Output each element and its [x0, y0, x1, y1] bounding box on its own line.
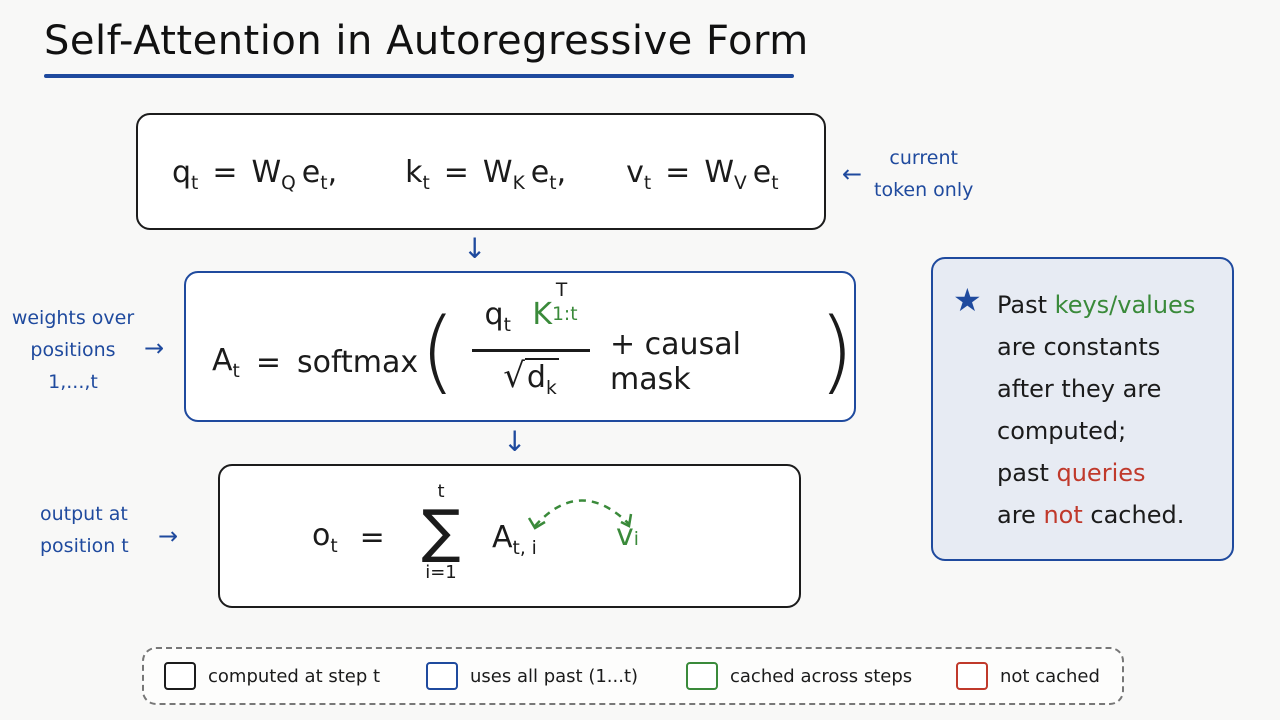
q-symbol: qt [484, 297, 511, 336]
comma: , [327, 155, 338, 190]
output-note: output at position t [40, 503, 129, 557]
legend: computed at step t uses all past (1...t)… [142, 647, 1124, 705]
star-icon: ★ [953, 281, 982, 319]
current-token-note: current token only [874, 147, 974, 201]
projection-box: qt = WQ et , kt = WK et , vt = WV et [136, 113, 826, 230]
fraction-bar [472, 349, 590, 352]
v-symbol: vt [626, 155, 652, 194]
wq-symbol: WQ [251, 155, 296, 194]
a-symbol: At, i [492, 520, 537, 559]
left-paren: ( [420, 299, 456, 404]
attention-weights-box: At = softmax ( qt K1:tT1:t √dk + causal … [184, 271, 856, 422]
curved-double-arrow-icon [527, 499, 633, 530]
equals-sign: = [443, 155, 469, 190]
legend-swatch-green [686, 662, 718, 690]
sqrt-icon: √ [503, 355, 525, 396]
projection-equations: qt = WQ et , kt = WK et , vt = WV et [172, 155, 778, 194]
wv-symbol: WV [704, 155, 747, 194]
k-symbol: kt [405, 155, 430, 194]
equals-sign: = [359, 520, 385, 555]
sigma-icon: ∑ [421, 497, 461, 565]
title-underline [44, 74, 794, 78]
equals-sign: = [665, 155, 691, 190]
fraction-numerator: qt K1:tT1:t [466, 280, 596, 345]
equals-sign: = [212, 155, 238, 190]
arrow-right-icon: → [144, 334, 165, 362]
arrow-down-icon: ↓ [463, 232, 487, 265]
comma: , [556, 155, 567, 190]
legend-swatch-blue [426, 662, 458, 690]
o-symbol: ot [312, 518, 338, 557]
arrow-down-icon: ↓ [503, 425, 527, 458]
weights-note: weights over positions 1,...,t [11, 307, 135, 393]
e-symbol: et [530, 155, 557, 194]
legend-item-computed: computed at step t [164, 662, 380, 690]
wk-symbol: WK [482, 155, 525, 194]
a-ti-term: At, i [492, 520, 537, 559]
legend-item-uses-past: uses all past (1...t) [426, 662, 638, 690]
legend-swatch-black [164, 662, 196, 690]
e-symbol: et [752, 155, 779, 194]
e-symbol: et [301, 155, 328, 194]
legend-item-not-cached: not cached [956, 662, 1100, 690]
attention-equation: At = softmax ( [212, 307, 459, 397]
k-transpose-symbol: K1:tT1:t [532, 280, 578, 332]
page-title: Self-Attention in Autoregressive Form [44, 18, 809, 64]
equals-sign: = [255, 344, 281, 380]
caching-note: ★ Past keys/values are constants after t… [931, 257, 1234, 561]
right-paren: ) [818, 299, 854, 404]
a-symbol: At [212, 342, 240, 382]
arrow-left-icon: ← [842, 160, 863, 188]
q-symbol: qt [172, 155, 199, 194]
legend-item-cached: cached across steps [686, 662, 912, 690]
fraction-denominator: √dk [503, 355, 559, 399]
softmax-label: softmax [296, 344, 419, 380]
summation: t ∑ i=1 [416, 482, 466, 586]
fraction: qt K1:tT1:t √dk [466, 280, 596, 399]
legend-swatch-red [956, 662, 988, 690]
output-equation: ot = [312, 518, 407, 557]
causal-mask-term: + causal mask ) [610, 299, 854, 404]
caching-note-text: Past keys/values are constants after the… [997, 291, 1196, 529]
arrow-right-icon: → [158, 522, 179, 550]
